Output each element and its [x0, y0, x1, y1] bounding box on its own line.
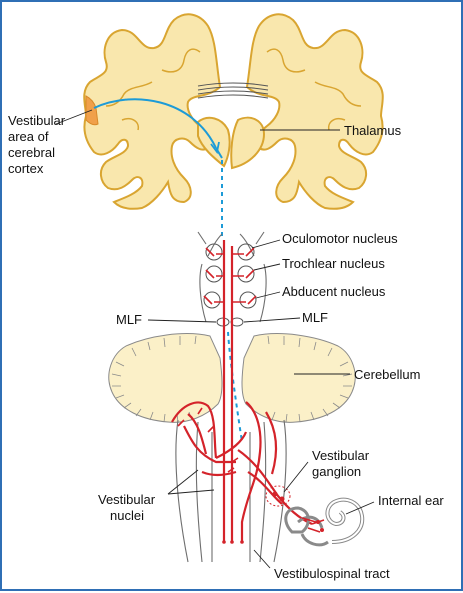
label-oculomotor-nucleus: Oculomotor nucleus [282, 231, 398, 246]
right-hemisphere [245, 13, 384, 210]
cerebellum-left [108, 333, 223, 423]
label-vestibular-area-2: area of [8, 129, 49, 144]
label-vestibular-area-4: cortex [8, 161, 44, 176]
label-mlf-left: MLF [116, 312, 142, 327]
corpus-callosum [197, 82, 269, 99]
oculomotor-nuclei [203, 243, 257, 309]
label-internal-ear: Internal ear [378, 493, 444, 508]
cerebellum [108, 333, 356, 423]
brainstem [197, 231, 267, 542]
label-abducent-nucleus: Abducent nucleus [282, 284, 386, 299]
leader-lines [55, 109, 375, 569]
labels: Vestibular area of cerebral cortex Thala… [8, 113, 444, 581]
cerebrum [83, 13, 384, 210]
internal-ear [284, 497, 365, 547]
label-trochlear-nucleus: Trochlear nucleus [282, 256, 385, 271]
left-hemisphere [83, 13, 222, 210]
label-vestibular-ganglion-1: Vestibular [312, 448, 370, 463]
thalamus-right [230, 116, 266, 170]
label-vestibular-area-3: cerebral [8, 145, 55, 160]
right-gyri [266, 48, 362, 131]
vestibulospinal-ends [222, 540, 244, 544]
label-vestibular-nuclei-1: Vestibular [98, 492, 156, 507]
label-thalamus: Thalamus [344, 123, 402, 138]
label-cerebellum: Cerebellum [354, 367, 420, 382]
sensory-pathway [93, 98, 243, 443]
label-vestibular-ganglion-2: ganglion [312, 464, 361, 479]
mlf-crossing [216, 317, 244, 327]
label-vestibulospinal-tract: Vestibulospinal tract [274, 566, 390, 581]
vestibular-ganglion [265, 485, 291, 507]
cerebellum-right [241, 333, 356, 423]
medulla [171, 401, 313, 563]
label-vestibular-area-1: Vestibular [8, 113, 66, 128]
left-gyri [105, 48, 201, 131]
label-mlf-right: MLF [302, 310, 328, 325]
label-vestibular-nuclei-2: nuclei [110, 508, 144, 523]
